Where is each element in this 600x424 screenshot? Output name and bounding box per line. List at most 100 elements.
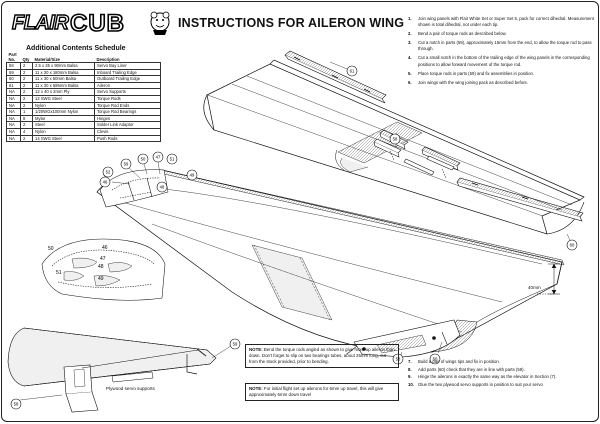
note-1-text: Bend the torque rods angled as shown to …	[249, 347, 395, 364]
callout-61: 61	[346, 65, 358, 77]
instruction-steps-bottom: 7. Build a pair of wings tips and fix in …	[408, 359, 596, 389]
step-number: 5.	[408, 70, 412, 76]
callout-number: 47	[156, 155, 161, 160]
callout-number: 61	[350, 69, 355, 74]
step-text: Glue the two plywood servo supports in p…	[418, 381, 543, 387]
rib-label-49: 49	[98, 276, 104, 282]
dihedral-label: 40mm	[528, 285, 541, 290]
callout-59: 59	[229, 338, 241, 350]
servo-support-closeup	[7, 327, 217, 413]
step-text: Hinge the ailerons in exactly the same w…	[418, 374, 557, 380]
step-number: 8.	[408, 366, 412, 372]
step-number: 1.	[408, 16, 412, 21]
instruction-step: 7. Build a pair of wings tips and fix in …	[408, 359, 596, 365]
step-number: 3.	[408, 40, 412, 46]
instruction-step: 5. Place torque rods in parts (59) and fi…	[408, 71, 596, 77]
note-1-label: NOTE:	[249, 347, 263, 352]
callout-number: 58	[393, 137, 398, 142]
step-text: Build a pair of wings tips and fix in po…	[418, 359, 500, 364]
callout-51: 51	[166, 153, 178, 165]
cell-description: Push Rods	[94, 134, 161, 143]
callout-58-closeup: 58	[10, 398, 22, 410]
col-part: Part No.	[8, 52, 17, 62]
instruction-step: 4. Cut a small notch in the bottom of the…	[408, 55, 596, 67]
step-number: 6.	[408, 79, 412, 85]
rib-label-46: 46	[102, 245, 108, 251]
callout-58: 58	[389, 133, 401, 145]
callout-60: 60	[566, 239, 578, 251]
aileron-part-61	[284, 50, 387, 104]
callout-46: 46	[99, 176, 111, 188]
callout-number: 59	[124, 162, 129, 167]
instruction-step: 9. Hinge the ailerons in exactly the same…	[408, 374, 596, 380]
schedule-title: Additional Contents Schedule	[26, 45, 126, 52]
rib-label-48: 48	[98, 264, 104, 270]
callout-number: 58	[14, 402, 19, 407]
lower-wing-panel	[96, 169, 565, 353]
step-number: 7.	[408, 359, 412, 364]
rib-labels: 50 46 47 48 51 49	[48, 245, 108, 282]
callout-number: 46	[103, 180, 108, 185]
step-number: 4.	[408, 55, 412, 61]
rib-label-47: 47	[100, 256, 106, 262]
callout-48: 48	[156, 181, 168, 193]
contents-schedule-table: Part No. Qty Material/Size Description 5…	[6, 52, 161, 143]
rib-template-insert	[41, 238, 166, 301]
aileron-part-60-right	[456, 177, 584, 222]
col-material: Material/Size	[34, 57, 60, 62]
callout-49: 49	[186, 169, 198, 181]
callout-52: 52	[102, 166, 114, 178]
servo-supports-label: Plywood servo supports	[106, 386, 155, 391]
step-text: Place torque rods in parts (59) and fix …	[418, 70, 535, 76]
step-number: 10.	[408, 381, 414, 387]
callout-number: 60	[570, 243, 575, 248]
dihedral-dimension	[537, 263, 560, 295]
callout-60: 60	[429, 353, 441, 365]
callout-50: 50	[137, 153, 149, 165]
instruction-step: 1. Join wing panels with Flair White Set …	[408, 16, 596, 28]
step-number: 9.	[408, 374, 412, 380]
step-text: Join wings with the wing joining pack as…	[418, 79, 529, 85]
callout-number: 60	[433, 357, 438, 362]
note-2-text: For initial flight set up ailerons for 6…	[249, 386, 384, 397]
logo-flair-text: FLAIR	[11, 11, 69, 34]
note-torque-rods: NOTE: Bend the torque rods angled as sho…	[245, 344, 399, 368]
step-number: 2.	[408, 31, 412, 37]
step-text: Cut a small notch in the bottom of the t…	[418, 55, 590, 67]
callout-47: 47	[152, 151, 164, 163]
callout-number: 49	[190, 173, 195, 178]
step-text: Join wing panels with Flair White Set or…	[418, 16, 595, 28]
instruction-steps-top: 1. Join wing panels with Flair White Set …	[408, 16, 596, 89]
callout-number: 52	[106, 170, 111, 175]
step-text: Bend a pair of torque rods as described …	[418, 31, 507, 37]
callout-number: 59	[233, 342, 238, 347]
exploded-parts-stack	[373, 129, 461, 179]
col-qty: Qty	[22, 57, 30, 62]
logo-cub-text: CUB	[69, 9, 125, 38]
root-rib-detail	[99, 169, 169, 208]
step-text: Add parts (60) check that they are in li…	[418, 366, 525, 372]
callout-number: 50	[141, 157, 146, 162]
instruction-step: 8. Add parts (60) check that they are in …	[408, 367, 596, 373]
callout-number: 51	[170, 157, 175, 162]
instruction-step: 10. Glue the two plywood servo supports i…	[408, 382, 596, 388]
instruction-step: 6. Join wings with the wing joining pack …	[408, 80, 596, 86]
rib-label-50: 50	[48, 246, 54, 252]
col-description: Description	[96, 57, 120, 62]
callout-59: 59	[120, 158, 132, 170]
callout-number: 48	[160, 185, 165, 190]
page-title: INSTRUCTIONS FOR AILERON WING	[178, 16, 405, 30]
table-header-row: Part No. Qty Material/Size Description	[7, 52, 161, 63]
instruction-step: 2. Bend a pair of torque rods as describe…	[408, 31, 596, 37]
flair-cub-logo: FLAIR CUB	[11, 9, 162, 40]
instruction-step: 3. Cut a notch in parts (59), approximate…	[408, 40, 596, 52]
step-text: Cut a notch in parts (59), approximately…	[418, 40, 592, 52]
rib-label-51: 51	[56, 270, 62, 276]
servo-bay-detail	[346, 319, 461, 358]
note-2-label: NOTE:	[249, 386, 263, 391]
